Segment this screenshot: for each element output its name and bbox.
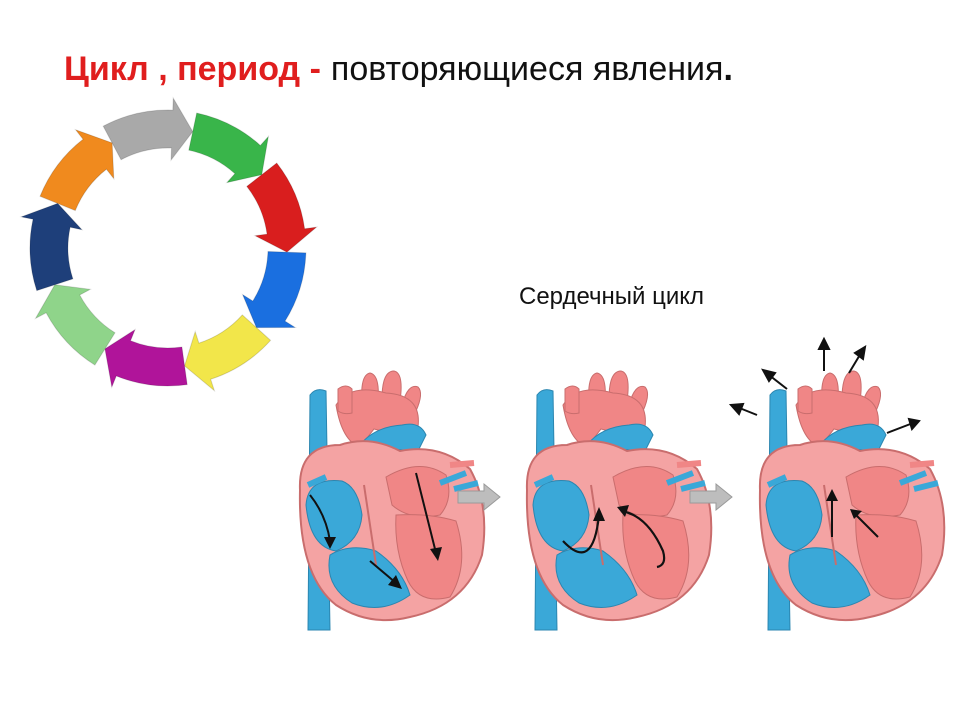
title-rest: повторяющиеся явления	[330, 50, 724, 88]
circular-arrows-icon	[19, 96, 319, 393]
cycle-arrow-segment	[102, 96, 194, 162]
cycle-arrow-segment	[39, 128, 115, 212]
gray-right-arrow-icon	[457, 482, 501, 512]
cycle-arrow-segment	[34, 284, 116, 366]
gray-right-arrow-icon	[689, 482, 733, 512]
cycle-arrow-segment	[183, 314, 272, 393]
heart-diagram-icon	[290, 365, 490, 630]
cycle-arrow-segment	[19, 202, 84, 292]
cycle-arrow-segment	[246, 162, 319, 253]
slide-title: Цикл , период -повторяющиеся явления.	[64, 46, 733, 92]
title-end: .	[723, 50, 733, 88]
heart-cycle-caption: Сердечный цикл	[519, 283, 705, 310]
cycle-arrow-segment	[188, 112, 270, 184]
heart-diagram-icon	[517, 365, 717, 630]
cycle-arrow-segment	[241, 250, 307, 329]
ejection-arrows-icon	[728, 336, 921, 434]
cycle-arrow-segment	[104, 328, 188, 389]
heart-diagram-icon	[750, 365, 950, 630]
title-highlight: Цикл , период -	[64, 50, 321, 88]
